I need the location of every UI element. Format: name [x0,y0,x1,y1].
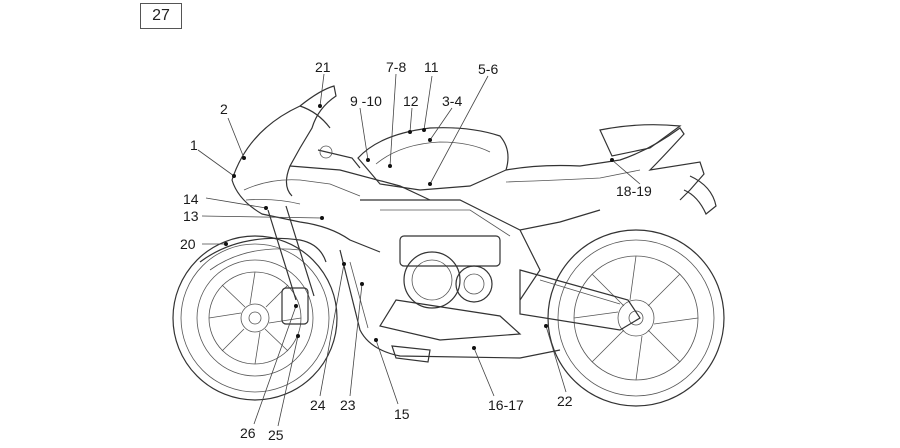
rear-wheel [547,229,725,407]
seat-tail [505,124,717,215]
handlebar [317,145,361,169]
callout-16-17: 16-17 [488,397,524,413]
lower-fairing [339,249,561,363]
frame-engine [360,199,641,341]
front-fairing [231,85,431,253]
callout-7-8: 7-8 [386,59,406,75]
callout-11: 11 [424,59,439,75]
callout-15: 15 [394,406,410,422]
callout-24: 24 [310,397,326,413]
callout-13: 13 [183,208,199,224]
callout-14: 14 [183,191,199,207]
callout-20: 20 [180,236,196,252]
callout-22: 22 [557,393,573,409]
callout-18-19: 18-19 [616,183,652,199]
callout-26: 26 [240,425,256,441]
front-fork [199,205,327,301]
callout-23: 23 [340,397,356,413]
callout-12: 12 [403,93,419,109]
callout-21: 21 [315,59,331,75]
callout-2: 2 [220,101,228,117]
callout-25: 25 [268,427,284,443]
front-wheel [172,235,338,401]
callout-9-10: 9 -10 [350,93,382,109]
callout-labels: 1 2 21 9 -10 7-8 12 11 3-4 5-6 14 13 20 … [180,59,652,443]
page-number-box: 27 [140,3,182,29]
callout-3-4: 3-4 [442,93,462,109]
callout-5-6: 5-6 [478,61,498,77]
callout-1: 1 [190,137,198,153]
leader-lines [197,73,641,427]
page-number: 27 [152,7,170,24]
